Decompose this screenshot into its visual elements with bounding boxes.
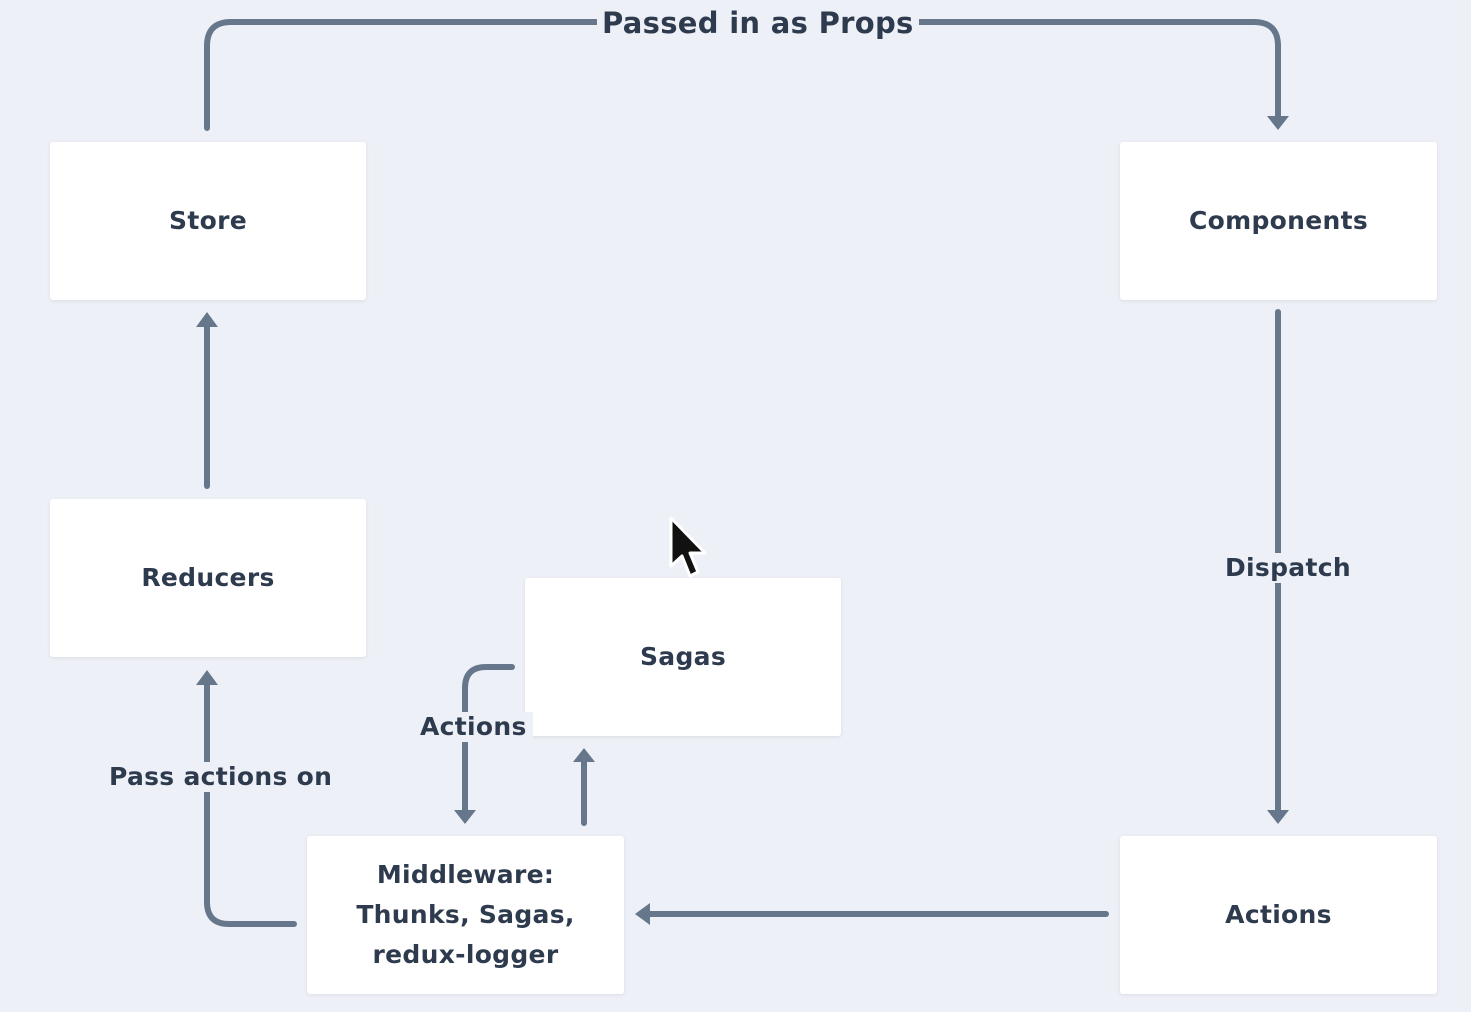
- mouse-pointer-icon: [669, 516, 707, 578]
- edge-sagas-to-middleware: [462, 664, 515, 815]
- edge-label-saga-actions: Actions: [414, 712, 533, 742]
- edge-label-passed-in-as-props: Passed in as Props: [597, 7, 919, 39]
- arrowhead-store: [196, 312, 218, 327]
- node-reducers: Reducers: [50, 499, 366, 657]
- node-middleware-label: Middleware: Thunks, Sagas, redux-logger: [356, 860, 575, 969]
- node-actions-label: Actions: [1225, 900, 1332, 929]
- node-components: Components: [1120, 142, 1437, 300]
- node-components-label: Components: [1188, 206, 1369, 235]
- arrowhead-sagas: [573, 748, 595, 762]
- node-sagas-label: Sagas: [639, 642, 727, 671]
- node-sagas: Sagas: [525, 578, 841, 736]
- edge-label-pass-actions-on: Pass actions on: [103, 762, 339, 792]
- node-middleware: Middleware: Thunks, Sagas, redux-logger: [307, 836, 624, 994]
- arrowhead-components: [1267, 116, 1289, 130]
- edge-middleware-to-reducers: [204, 680, 297, 927]
- node-actions: Actions: [1120, 836, 1437, 994]
- edge-label-dispatch: Dispatch: [1219, 553, 1357, 583]
- arrowhead-middleware-top: [454, 810, 476, 824]
- arrowhead-actions: [1267, 810, 1289, 824]
- arrowhead-middleware-left: [635, 903, 650, 925]
- node-store: Store: [50, 142, 366, 300]
- node-reducers-label: Reducers: [141, 563, 275, 592]
- node-store-label: Store: [169, 206, 247, 235]
- arrowhead-reducers: [196, 670, 218, 685]
